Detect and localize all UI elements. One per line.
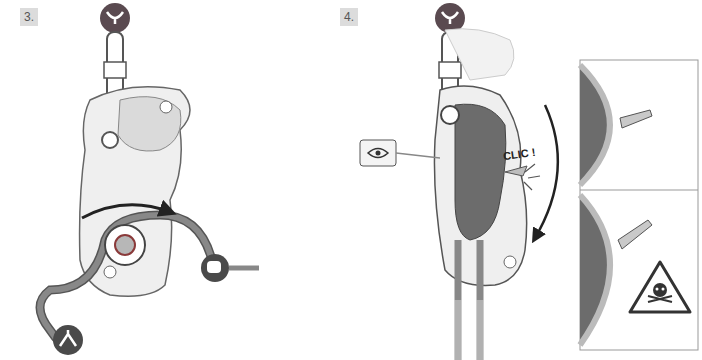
climber-icon	[53, 325, 83, 355]
danger-icon	[630, 262, 690, 312]
cam	[455, 104, 506, 240]
cam	[118, 97, 181, 151]
eye-check-icon	[360, 140, 440, 166]
step-number: 4.	[344, 10, 354, 24]
anchor-icon	[100, 3, 130, 33]
step-number-box: 3.	[20, 8, 38, 26]
rotation-arrow	[535, 105, 558, 238]
step-number-box: 4.	[340, 8, 358, 26]
direction-arrow	[82, 205, 170, 218]
lever	[505, 166, 527, 176]
detail-inset	[580, 60, 698, 350]
rope	[458, 240, 480, 360]
hand-icon	[201, 254, 259, 282]
pulley-wheel	[105, 225, 145, 265]
device-top	[445, 29, 514, 80]
step-number: 3.	[24, 10, 34, 24]
attachment-hole	[102, 132, 118, 148]
